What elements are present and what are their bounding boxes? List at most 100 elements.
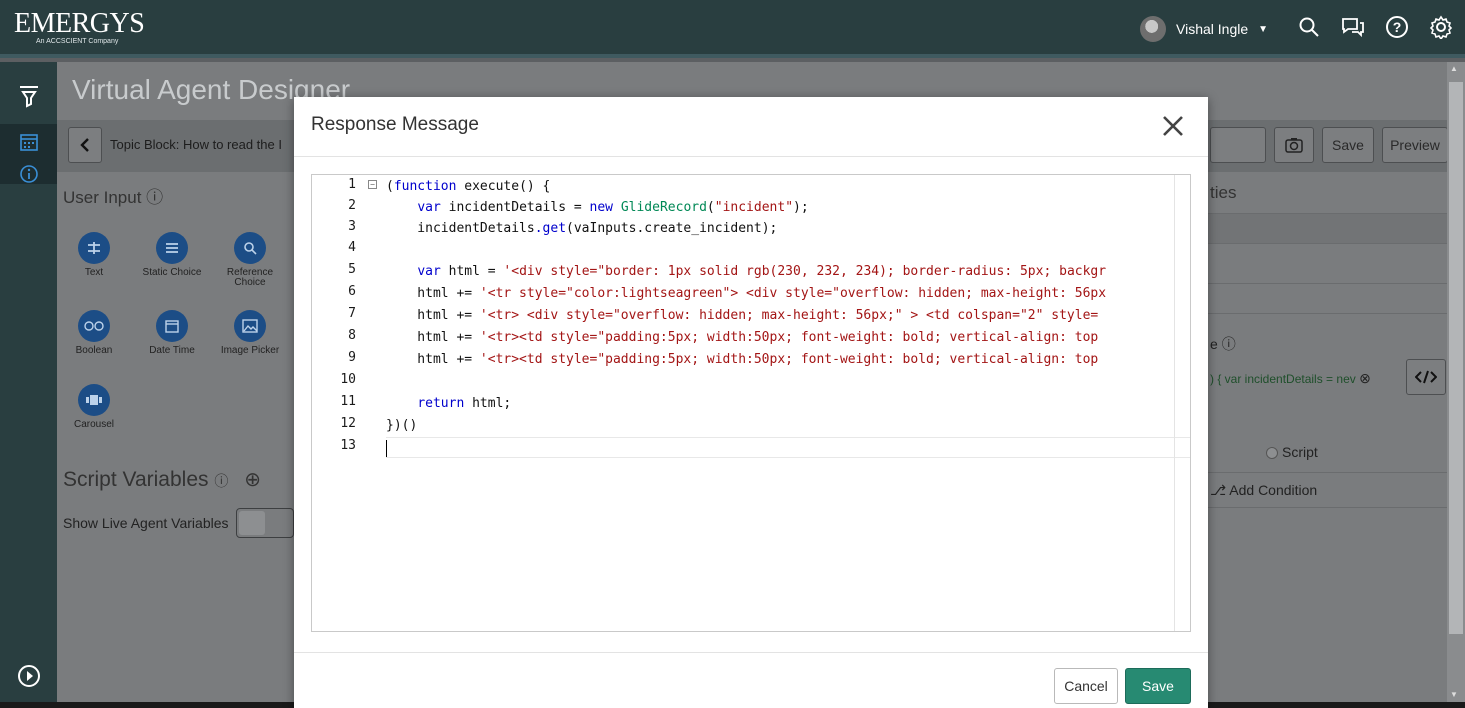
scrollbar-thumb[interactable] xyxy=(1449,82,1463,634)
line-number-gutter: 1 − 2 3 4 5 6 7 8 9 10 11 12 13 xyxy=(312,175,386,631)
scroll-down-icon[interactable]: ▼ xyxy=(1450,690,1458,699)
code-line: })() xyxy=(386,418,418,433)
right-panel xyxy=(1208,172,1447,646)
caret-down-icon: ▼ xyxy=(1258,23,1269,35)
palette-item-carousel[interactable]: Carousel xyxy=(64,384,124,430)
line-number: 3 xyxy=(348,219,356,234)
text-cursor xyxy=(386,440,387,457)
calendar-icon[interactable] xyxy=(0,132,57,152)
save-designer-button[interactable]: Save xyxy=(1322,127,1374,163)
chat-icon[interactable] xyxy=(1340,14,1366,40)
code-icon xyxy=(1415,370,1437,384)
back-button[interactable] xyxy=(68,127,102,163)
properties-title: ties xyxy=(1210,183,1237,202)
camera-button[interactable] xyxy=(1274,127,1314,163)
palette-item-boolean[interactable]: Boolean xyxy=(64,310,124,356)
cancel-button[interactable]: Cancel xyxy=(1054,668,1118,704)
script-variables-label: Script Variables xyxy=(63,468,209,491)
close-icon[interactable] xyxy=(1156,109,1190,143)
line-number: 9 xyxy=(348,350,356,365)
emergys-logo[interactable]: EMERGYS An ACCSCIENT Company xyxy=(14,8,145,46)
palette-item-reference-choice[interactable]: Reference Choice xyxy=(220,232,280,288)
info-icon: ⓘ xyxy=(214,473,229,489)
list-icon xyxy=(156,232,188,264)
save-button[interactable]: Save xyxy=(1125,668,1191,704)
code-line: html += '<tr> <div style="overflow: hidd… xyxy=(386,308,1099,323)
line-number: 13 xyxy=(340,438,356,453)
add-variable-icon[interactable]: ⊕ xyxy=(244,469,261,491)
script-variables-title: Script Variables ⓘ ⊕ xyxy=(63,467,261,492)
code-line: incidentDetails.get(vaInputs.create_inci… xyxy=(386,221,778,236)
clear-icon[interactable]: ⊗ xyxy=(1359,370,1371,386)
image-icon xyxy=(234,310,266,342)
preview-button[interactable]: Preview xyxy=(1382,127,1448,163)
live-agent-label: Show Live Agent Variables xyxy=(63,515,229,531)
modal-footer-divider xyxy=(294,652,1208,653)
code-line: html += '<tr><td style="padding:5px; wid… xyxy=(386,330,1099,345)
properties-row xyxy=(1208,244,1447,284)
palette-label: Reference Choice xyxy=(226,267,274,288)
code-line: html += '<tr style="color:lightseagreen"… xyxy=(386,286,1107,301)
calendar-icon xyxy=(156,310,188,342)
palette-item-image-picker[interactable]: Image Picker xyxy=(220,310,280,356)
help-icon[interactable]: ? xyxy=(1384,14,1410,40)
line-number: 8 xyxy=(348,328,356,343)
svg-text:?: ? xyxy=(1393,19,1402,35)
carousel-icon xyxy=(78,384,110,416)
line-number: 7 xyxy=(348,306,356,321)
modal-title: Response Message xyxy=(311,114,479,135)
info-icon[interactable] xyxy=(0,164,57,184)
code-line: var incidentDetails = new GlideRecord("i… xyxy=(417,200,809,215)
add-condition-label: Add Condition xyxy=(1229,482,1318,498)
script-radio[interactable]: Script xyxy=(1266,444,1318,460)
palette-label: Date Time xyxy=(149,345,195,356)
top-navigation-bar: EMERGYS An ACCSCIENT Company Vishal Ingl… xyxy=(0,0,1465,58)
code-line: return html; xyxy=(417,396,512,411)
code-line: html += '<tr><td style="padding:5px; wid… xyxy=(386,352,1099,367)
add-condition-button[interactable]: ⎇ Add Condition xyxy=(1210,482,1317,499)
live-agent-toggle[interactable] xyxy=(236,508,294,538)
play-icon[interactable] xyxy=(0,664,57,688)
fold-toggle-icon[interactable]: − xyxy=(368,180,377,189)
code-line: (function execute() { xyxy=(386,179,551,194)
filter-icon[interactable] xyxy=(0,84,57,108)
script-radio-label: Script xyxy=(1282,444,1318,460)
palette-label: Carousel xyxy=(73,419,115,430)
toggle-knob xyxy=(239,511,265,535)
palette-item-text[interactable]: Text xyxy=(64,232,124,278)
avatar xyxy=(1140,16,1166,42)
code-content[interactable]: (function execute() { var incidentDetail… xyxy=(386,175,1174,631)
toggle-switch[interactable] xyxy=(1210,127,1266,163)
script-preview[interactable]: ) { var incidentDetails = nev ⊗ xyxy=(1210,370,1371,387)
active-line-highlight xyxy=(386,437,1190,458)
scroll-up-icon[interactable]: ▲ xyxy=(1450,64,1458,73)
palette-label: Static Choice xyxy=(142,267,202,278)
response-label: e ⓘ xyxy=(1210,334,1236,354)
brand-tagline: An ACCSCIENT Company xyxy=(36,38,119,45)
user-menu[interactable]: Vishal Ingle ▼ xyxy=(1140,16,1268,42)
search-icon xyxy=(234,232,266,264)
brand-name: EMERGYS xyxy=(14,8,145,39)
properties-row xyxy=(1208,214,1447,244)
code-line: var html = '<div style="border: 1px soli… xyxy=(417,264,1107,279)
chevron-left-icon xyxy=(80,138,89,152)
print-margin xyxy=(1174,175,1175,631)
palette-item-date-time[interactable]: Date Time xyxy=(142,310,202,356)
line-number: 5 xyxy=(348,262,356,277)
line-number: 4 xyxy=(348,240,356,255)
palette-label: Image Picker xyxy=(220,345,280,356)
palette-item-static-choice[interactable]: Static Choice xyxy=(142,232,202,278)
topic-label: Topic Block: How to read the I xyxy=(110,137,282,152)
gear-icon[interactable] xyxy=(1428,14,1454,40)
branch-icon: ⎇ xyxy=(1210,482,1227,498)
radio-icon xyxy=(1266,447,1278,460)
line-number: 2 xyxy=(348,198,356,213)
script-preview-text: ) { var incidentDetails = nev xyxy=(1210,372,1356,386)
palette-label: Boolean xyxy=(75,345,113,356)
search-icon[interactable] xyxy=(1296,14,1322,40)
line-number: 12 xyxy=(340,416,356,431)
code-editor-button[interactable] xyxy=(1406,359,1446,395)
boolean-icon xyxy=(78,310,110,342)
properties-header xyxy=(1208,172,1447,214)
code-editor[interactable]: 1 − 2 3 4 5 6 7 8 9 10 11 12 13 (functio… xyxy=(311,174,1191,632)
